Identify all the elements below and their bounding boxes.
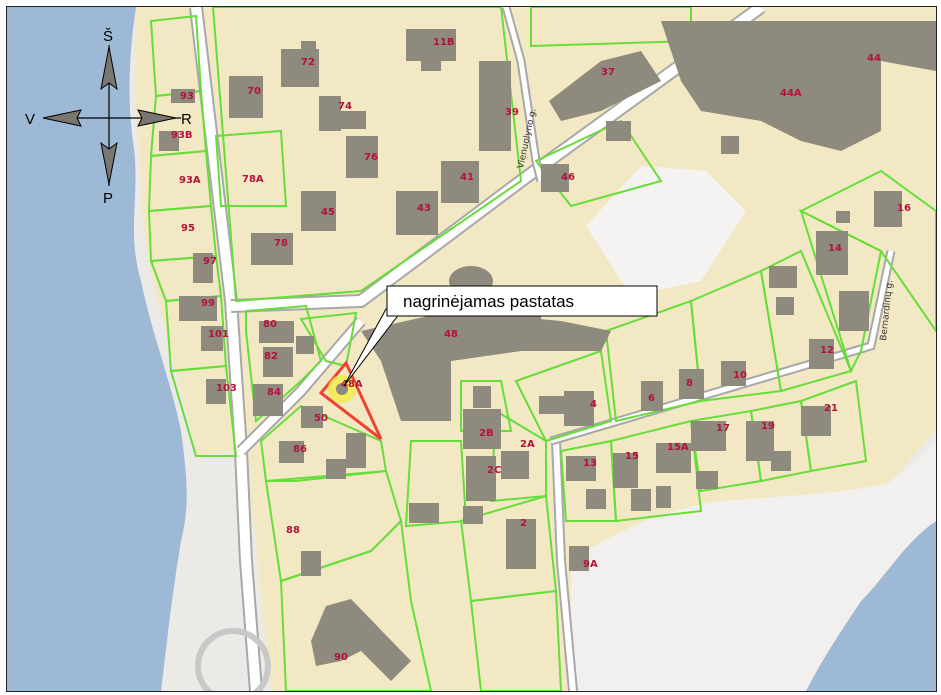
open-area-north (586, 166, 746, 296)
plot-labels: 11B 72 70 74 76 41 43 45 78 78A 93 93B 9… (171, 37, 911, 663)
plot-label: 45 (321, 207, 335, 218)
plot-label: 103 (216, 383, 237, 394)
lake-west (7, 7, 187, 691)
plot-label: 74 (338, 101, 352, 112)
selected-building[interactable] (336, 383, 348, 395)
lake-east (806, 521, 936, 691)
plot-label: 4 (590, 399, 597, 410)
plot-label: 93B (171, 130, 193, 141)
plot-label: 17 (716, 423, 730, 434)
plot-label: 6 (648, 393, 655, 404)
plot-label: 78 (274, 238, 288, 249)
plot-label: 16 (897, 203, 911, 214)
plot-label: 8 (686, 378, 693, 389)
plot-label: 2C (487, 465, 501, 476)
plot-label: 14 (828, 243, 842, 254)
plot-label: 43 (417, 203, 431, 214)
compass-south-label: P (103, 190, 113, 207)
compass-west-label: V (25, 111, 35, 128)
callout-text: nagrinėjamas pastatas (403, 292, 574, 311)
plot-label: 48A (341, 379, 363, 390)
plot-label: 80 (263, 319, 277, 330)
plot-label: 19 (761, 421, 775, 432)
buildings (159, 21, 936, 681)
plot-label: 11B (433, 37, 455, 48)
plot-label: 97 (203, 256, 217, 267)
plot-label: 10 (733, 370, 747, 381)
plot-label: 90 (334, 652, 348, 663)
plot-label: 48 (444, 329, 458, 340)
compass-rose: Š P V R (25, 28, 192, 207)
plot-label: 46 (561, 172, 575, 183)
plot-label: 13 (583, 458, 597, 469)
plot-label: 39 (505, 107, 519, 118)
plot-label: 2B (479, 428, 494, 439)
plot-label: 95 (181, 223, 195, 234)
plot-label: 101 (208, 329, 229, 340)
building-callout: nagrinėjamas pastatas (343, 285, 658, 387)
plot-label: 44 (867, 53, 881, 64)
open-area-southeast (571, 441, 936, 691)
plot-label: 41 (460, 172, 474, 183)
plot-label: 37 (601, 67, 615, 78)
plot-label: 76 (364, 152, 378, 163)
compass-east-label: R (181, 111, 192, 128)
plot-label: 88 (286, 525, 300, 536)
plot-label: 78A (242, 174, 264, 185)
plot-label: 15 (625, 451, 639, 462)
plot-label: 72 (301, 57, 315, 68)
plot-label: 82 (264, 351, 278, 362)
plot-label: 86 (293, 444, 307, 455)
compass-north-label: Š (103, 28, 113, 45)
cadastral-map[interactable]: 11B 72 70 74 76 41 43 45 78 78A 93 93B 9… (7, 7, 936, 691)
plot-label: 44A (780, 88, 802, 99)
plot-label: 99 (201, 298, 215, 309)
map-frame[interactable]: 11B 72 70 74 76 41 43 45 78 78A 93 93B 9… (6, 6, 937, 692)
plot-label: 84 (267, 387, 281, 398)
plot-label: 93 (180, 91, 194, 102)
plot-label: 93A (179, 175, 201, 186)
plot-label: 21 (824, 403, 838, 414)
road-network (189, 7, 896, 691)
plot-label: 12 (820, 345, 834, 356)
plot-label: 2 (520, 518, 527, 529)
plot-label: 9A (583, 559, 598, 570)
plot-label: 50 (314, 413, 328, 424)
plot-label: 70 (247, 86, 261, 97)
plot-label: 2A (520, 439, 535, 450)
plot-label: 15A (667, 442, 689, 453)
